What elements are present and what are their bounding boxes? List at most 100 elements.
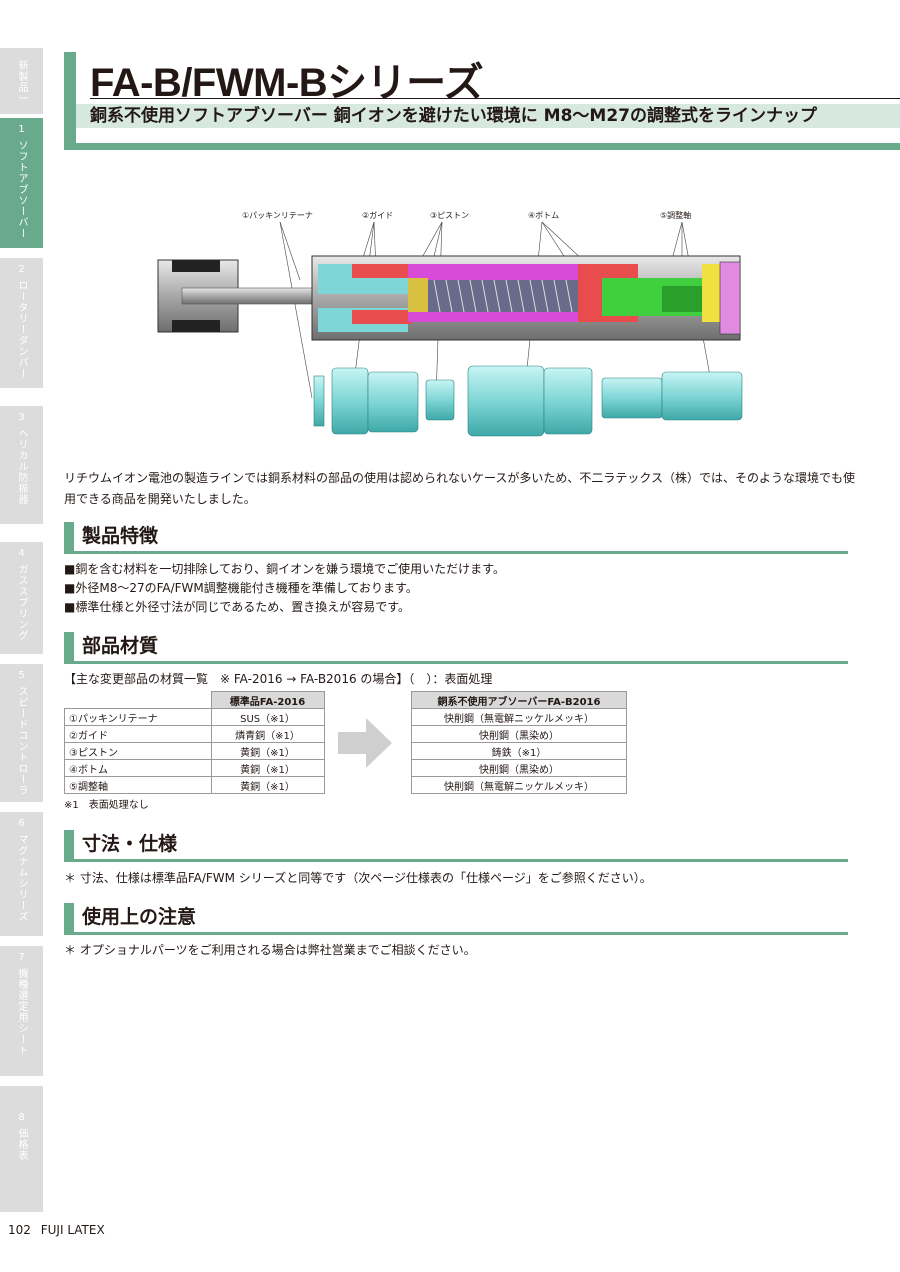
section-features: 製品特徴 <box>64 522 848 554</box>
section-heading: 使用上の注意 <box>82 906 197 928</box>
sidebar-tab-label: 新製品一覧 <box>16 60 27 104</box>
diagram-label-bottom: ④ボトム <box>528 211 559 220</box>
sidebar-tab-number: 2 <box>18 264 25 275</box>
table-row: 快削鋼（黒染め） <box>411 725 627 743</box>
section-bar <box>64 830 74 859</box>
sidebar-tab-speed-controller[interactable]: 5 スピードコントローラ <box>0 664 43 812</box>
new-material: 快削鋼（無電解ニッケルメッキ） <box>411 776 627 794</box>
section-heading: 寸法・仕様 <box>82 833 178 855</box>
sidebar-tab-price-list[interactable]: 8 価格表 <box>0 1086 43 1212</box>
sidebar-tab-label: 機種選定用シート <box>16 968 27 1056</box>
sidebar-tab-label: スピードコントローラ <box>16 686 27 796</box>
sidebar-tab-label: ガススプリング <box>16 564 27 641</box>
sidebar-tab-number: 1 <box>18 124 25 135</box>
cutaway-diagram-svg: ①パッキンリテーナ ②ガイド ③ピストン ④ボトム ⑤調整軸 <box>157 210 743 437</box>
table-row: ①パッキンリテーナ SUS（※1） <box>64 708 325 726</box>
assembled-absorber <box>157 255 741 341</box>
std-material: 黄銅（※1） <box>210 742 325 760</box>
table-row: 快削鋼（黒染め） <box>411 759 627 777</box>
arrow-right-icon <box>338 718 392 768</box>
section-heading: 部品材質 <box>82 635 159 657</box>
new-material: 鋳鉄（※1） <box>411 742 627 760</box>
table-row: ③ピストン 黄銅（※1） <box>64 742 325 760</box>
sidebar-tab-number: 3 <box>18 412 25 423</box>
table-header-new: 銅系不使用アブソーバーFA-B2016 <box>411 691 627 709</box>
table-row: 快削鋼（無電解ニッケルメッキ） <box>411 708 627 726</box>
part-name: ①パッキンリテーナ <box>64 708 212 726</box>
std-material: 燐青銅（※1） <box>210 725 325 743</box>
part-name: ③ピストン <box>64 742 212 760</box>
sidebar-tab-label: ヘリカル防振器 <box>16 428 27 505</box>
feature-item: ■外径M8〜27のFA/FWM調整機能付き機種を準備しております。 <box>64 581 418 595</box>
sidebar-tab-selection-sheet[interactable]: 7 機種選定用シート <box>0 946 43 1086</box>
materials-caption: 【主な変更部品の材質一覧 ※ FA-2016 → FA-B2016 の場合】（ … <box>64 672 493 686</box>
sidebar-tab-soft-absorber[interactable]: 1 ソフトアブソーバー <box>0 118 43 248</box>
section-bar <box>64 903 74 932</box>
diagram-label-guide: ②ガイド <box>362 210 393 220</box>
page-number: 102 <box>8 1223 31 1237</box>
dimensions-text: ＊ 寸法、仕様は標準品FA/FWM シリーズと同等です（次ページ仕様表の「仕様ペ… <box>64 871 652 885</box>
part-name: ⑤調整軸 <box>64 776 212 794</box>
caution-text: ＊ オプショナルパーツをご利用される場合は弊社営業までご相談ください。 <box>64 943 476 957</box>
section-heading: 製品特徴 <box>82 525 159 547</box>
sidebar-tab-helical-isolator[interactable]: 3 ヘリカル防振器 <box>0 406 43 534</box>
section-bar <box>64 522 74 551</box>
part-name: ④ボトム <box>64 759 212 777</box>
spring <box>433 279 573 313</box>
intro-text: リチウムイオン電池の製造ラインでは銅系材料の部品の使用は認められないケースが多い… <box>64 471 856 506</box>
section-underline <box>64 551 848 554</box>
sidebar-tab-number: 6 <box>18 818 25 829</box>
new-material: 快削鋼（黒染め） <box>411 759 627 777</box>
sidebar-tab-number: 8 <box>18 1112 25 1123</box>
materials-note: ※1 表面処理なし <box>64 800 149 811</box>
exploded-parts <box>313 365 743 437</box>
new-material-table: 銅系不使用アブソーバーFA-B2016 快削鋼（無電解ニッケルメッキ） 快削鋼（… <box>411 691 627 794</box>
subtitle-band <box>76 104 900 128</box>
footer-brand: FUJI LATEX <box>40 1223 105 1237</box>
table-header-standard: 標準品FA-2016 <box>210 691 325 709</box>
sidebar-tab-label: マグナムシリーズ <box>16 834 27 922</box>
sidebar-tab-number: 4 <box>18 548 25 559</box>
table-row: 快削鋼（無電解ニッケルメッキ） <box>411 776 627 794</box>
section-underline <box>64 932 848 935</box>
sidebar-tab-gas-spring[interactable]: 4 ガススプリング <box>0 542 43 664</box>
part-name: ②ガイド <box>64 725 212 743</box>
new-material: 快削鋼（黒染め） <box>411 725 627 743</box>
section-dimensions: 寸法・仕様 <box>64 830 848 862</box>
feature-item: ■標準仕様と外径寸法が同じであるため、置き換えが容易です。 <box>64 600 411 614</box>
sidebar-tab-label: ソフトアブソーバー <box>16 140 27 239</box>
sidebar-tab-number: 5 <box>18 670 25 681</box>
title-accent-bar <box>64 52 76 150</box>
diagram-label-adjust-shaft: ⑤調整軸 <box>660 210 691 220</box>
sidebar-tab-new-products[interactable]: 新製品一覧 <box>0 48 43 124</box>
std-material: SUS（※1） <box>210 708 325 726</box>
page-title: FA-B/FWM-Bシリーズ <box>90 61 484 105</box>
table-row: ②ガイド 燐青銅（※1） <box>64 725 325 743</box>
sidebar-tab-magnum-series[interactable]: 6 マグナムシリーズ <box>0 812 43 946</box>
section-materials: 部品材質 <box>64 632 848 664</box>
table-row: ⑤調整軸 黄銅（※1） <box>64 776 325 794</box>
standard-material-table: 標準品FA-2016 ①パッキンリテーナ SUS（※1） ②ガイド 燐青銅（※1… <box>64 691 325 794</box>
diagram-label-packing-retainer: ①パッキンリテーナ <box>242 211 313 220</box>
title-underline <box>90 98 900 99</box>
page-footer: 102 FUJI LATEX <box>8 1223 105 1237</box>
section-underline <box>64 859 848 862</box>
sidebar-tab-number: 7 <box>18 952 25 963</box>
cutaway-diagram: ①パッキンリテーナ ②ガイド ③ピストン ④ボトム ⑤調整軸 <box>62 200 778 450</box>
page-subtitle: 銅系不使用ソフトアブソーバー 銅イオンを避けたい環境に M8〜M27の調整式をラ… <box>90 106 817 126</box>
sidebar-tab-label: 価格表 <box>16 1128 27 1161</box>
table-corner <box>64 691 211 709</box>
new-material: 快削鋼（無電解ニッケルメッキ） <box>411 708 627 726</box>
header-bottom-bar <box>64 143 900 150</box>
diagram-label-piston: ③ピストン <box>430 211 469 220</box>
feature-item: ■銅を含む材料を一切排除しており、銅イオンを嫌う環境でご使用いただけます。 <box>64 562 505 576</box>
table-row: ④ボトム 黄銅（※1） <box>64 759 325 777</box>
std-material: 黄銅（※1） <box>210 776 325 794</box>
features-list: ■銅を含む材料を一切排除しており、銅イオンを嫌う環境でご使用いただけます。 ■外… <box>64 560 505 617</box>
section-bar <box>64 632 74 661</box>
section-caution: 使用上の注意 <box>64 903 848 935</box>
table-row: 鋳鉄（※1） <box>411 742 627 760</box>
std-material: 黄銅（※1） <box>210 759 325 777</box>
section-underline <box>64 661 848 664</box>
sidebar-tab-rotary-damper[interactable]: 2 ロータリーダンパー <box>0 258 43 398</box>
